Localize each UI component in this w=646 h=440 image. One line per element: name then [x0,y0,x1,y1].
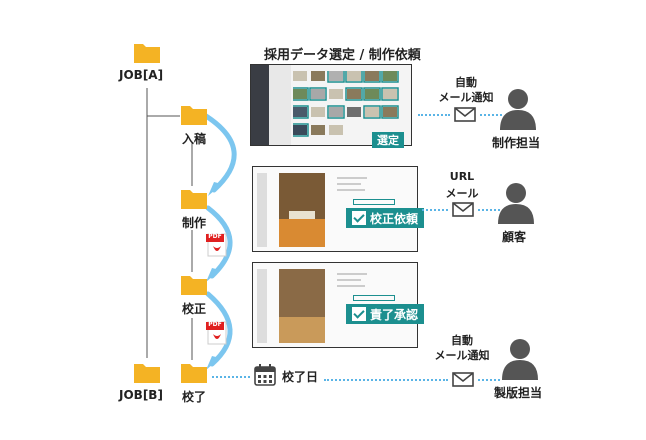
pdf-label: PDF [208,233,222,240]
check-icon [352,211,366,225]
person-kokyaku: 顧客 [502,230,527,244]
section-title: 採用データ選定 / 制作依頼 [264,48,421,63]
person-icon [496,180,536,224]
badge-kosei-irai: 校正依頼 [346,208,425,228]
folder-icon [180,186,208,210]
pdf-icon [206,320,228,346]
notification-2-dots-left [422,209,448,211]
step-nyuko-label: 入稿 [182,132,207,146]
notification-3-dots-right [478,379,500,381]
step-kosei-label: 校正 [182,302,207,316]
calendar-icon [254,364,276,386]
screenshot-selection [250,64,412,146]
folder-icon [180,272,208,296]
notification-2-line2: メール [445,187,479,200]
deadline-dots-long [324,379,448,381]
pdf-icon [206,232,228,258]
notification-1-line1: 自動 [455,76,477,89]
person-seisaku-tanto: 制作担当 [492,136,541,150]
job-a-label: JOB[A] [119,68,164,82]
mail-icon [452,372,474,387]
notification-1-dots-left [418,114,450,116]
notification-2-dots-right [478,209,500,211]
notification-1-line2: メール通知 [438,91,494,104]
calendar-label: 校了日 [282,370,319,384]
person-icon [500,336,540,380]
notification-3-line2: メール通知 [434,349,490,362]
check-icon [352,307,366,321]
person-seihan-tanto: 製版担当 [494,386,543,400]
folder-icon [180,102,208,126]
folder-icon [133,360,161,384]
mail-icon [452,202,474,217]
notification-3-line1: 自動 [451,334,473,347]
job-b-label: JOB[B] [119,388,163,402]
screenshot-proof-request [252,166,418,252]
notification-2-line1: URL [449,170,475,183]
pdf-label: PDF [208,321,222,328]
step-seisaku-label: 制作 [182,216,207,230]
screenshot-approval [252,262,418,348]
folder-icon [180,360,208,384]
person-icon [498,86,538,130]
badge-sekiryo-shonin: 責了承認 [346,304,425,324]
badge-sentei: 選定 [372,132,404,148]
notification-1-dots-right [480,114,502,116]
mail-icon [454,107,476,122]
folder-icon [133,40,161,64]
step-koryo-label: 校了 [182,390,207,404]
deadline-dots [212,376,250,378]
